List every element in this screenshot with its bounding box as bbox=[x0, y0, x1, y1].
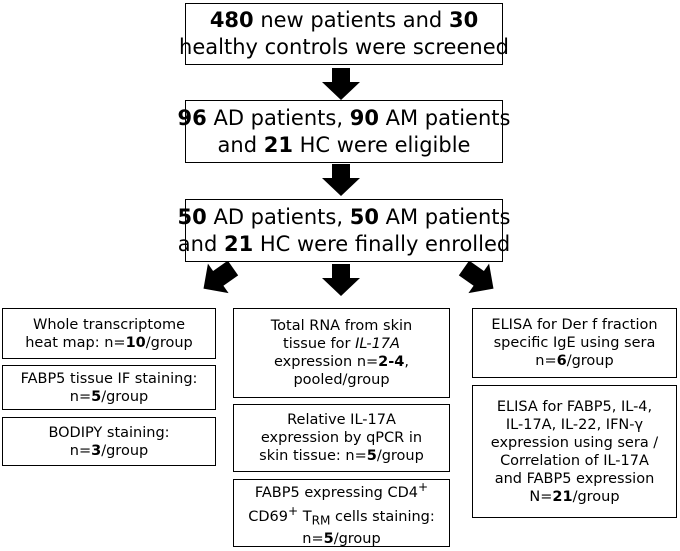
arrow-down-2 bbox=[322, 164, 360, 196]
eligible-box: 96 AD patients, 90 AM patients and 21 HC… bbox=[178, 100, 510, 163]
arrow-down-left bbox=[203, 260, 239, 294]
arrow-down-1 bbox=[322, 68, 360, 100]
screened-box: 480 new patients and 30 healthy controls… bbox=[179, 3, 509, 65]
total-rna-box: Total RNA from skin tissue for IL-17A ex… bbox=[233, 308, 450, 398]
trm-staining-box: FABP5 expressing CD4+ CD69+ TRM cells st… bbox=[233, 479, 450, 547]
bodipy-staining-box: BODIPY staining: n=3/group bbox=[2, 417, 216, 466]
der-f-elisa-box: ELISA for Der f fraction specific IgE us… bbox=[472, 308, 677, 378]
cytokine-elisa-box: ELISA for FABP5, IL-4, IL-17A, IL-22, IF… bbox=[472, 385, 677, 518]
transcriptome-box: Whole transcriptome heat map: n=10/group bbox=[2, 308, 216, 359]
qpcr-box: Relative IL-17A expression by qPCR in sk… bbox=[233, 404, 450, 472]
enrolled-box: 50 AD patients, 50 AM patients and 21 HC… bbox=[178, 199, 510, 262]
arrow-down-3 bbox=[322, 264, 360, 296]
fabp5-if-staining-box: FABP5 tissue IF staining: n=5/group bbox=[2, 365, 216, 410]
arrow-down-right bbox=[458, 260, 494, 294]
